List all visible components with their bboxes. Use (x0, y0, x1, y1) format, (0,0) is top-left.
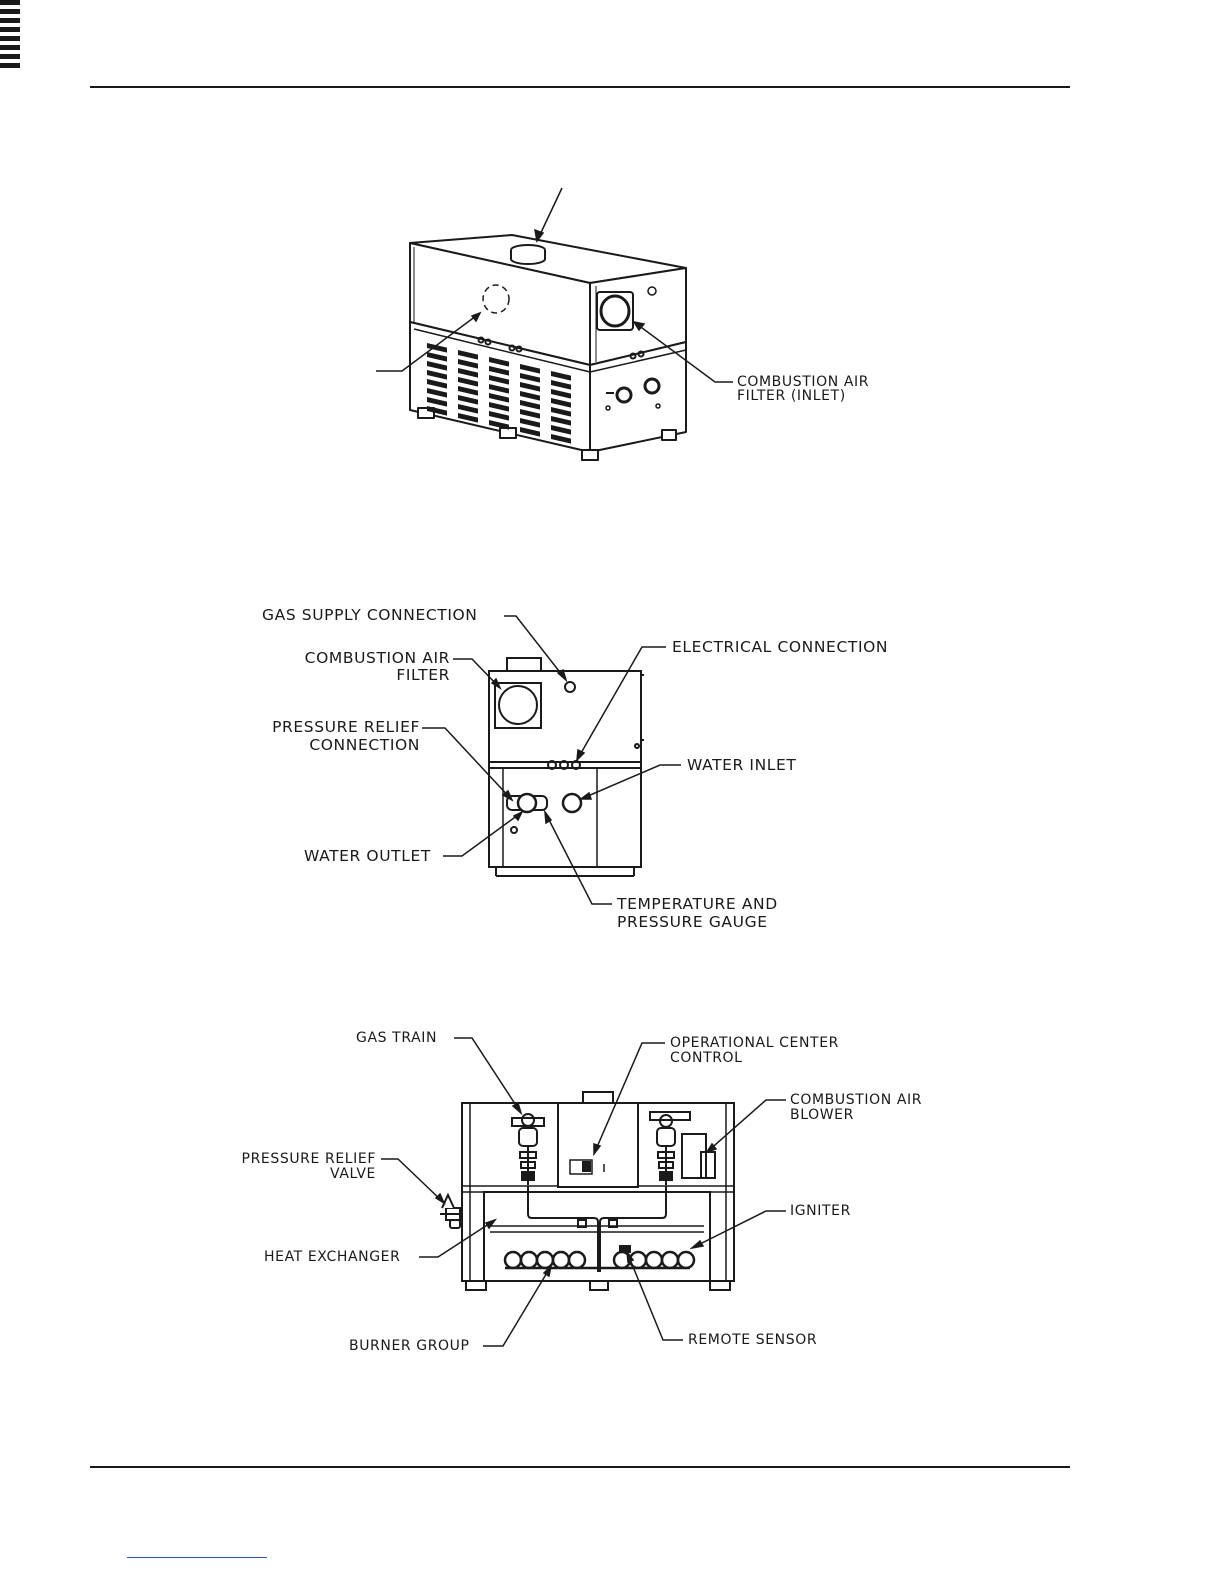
label-temp-pressure-gauge-1: TEMPERATURE AND (617, 895, 778, 913)
side-air-filter (494, 682, 542, 729)
gas-connection-hidden (482, 284, 510, 314)
label-combustion-air-blower-2: BLOWER (790, 1107, 854, 1123)
blower-motor (681, 1133, 707, 1179)
label-pressure-relief-connection-1: PRESSURE RELIEF (272, 718, 420, 736)
label-remote-sensor: REMOTE SENSOR (688, 1332, 818, 1348)
control-box (557, 1102, 639, 1188)
label-combustion-air-inlet-1: COMBUSTION AIR (737, 374, 870, 390)
label-water-inlet: WATER INLET (687, 756, 797, 774)
water-inlet-port (561, 792, 583, 814)
label-temp-pressure-gauge-2: PRESSURE GAUGE (617, 913, 768, 931)
label-operational-center-control-1: OPERATIONAL CENTER (670, 1035, 839, 1051)
burner-group-tubes (503, 1250, 696, 1270)
label-combustion-air-blower-1: COMBUSTION AIR (790, 1092, 923, 1108)
label-pressure-relief-valve-1: PRESSURE RELIEF (241, 1151, 376, 1167)
label-electrical-connection: ELECTRICAL CONNECTION (672, 638, 889, 656)
cabinet-lower-side (589, 341, 687, 453)
gas-supply-port (564, 681, 576, 693)
footer-link-underline[interactable] (127, 1557, 267, 1558)
footer-rule (90, 1466, 1070, 1468)
header-rule (90, 86, 1070, 88)
label-pressure-relief-valve-2: VALVE (330, 1166, 376, 1182)
label-pressure-relief-connection-2: CONNECTION (309, 736, 420, 754)
label-heat-exchanger: HEAT EXCHANGER (264, 1249, 401, 1265)
label-operational-center-control-2: CONTROL (670, 1050, 743, 1066)
label-gas-supply-connection: GAS SUPPLY CONNECTION (262, 606, 478, 624)
label-combustion-air-inlet-2: FILTER (INLET) (737, 388, 846, 404)
label-igniter: IGNITER (790, 1203, 851, 1219)
label-gas-train: GAS TRAIN (356, 1030, 438, 1046)
label-burner-group: BURNER GROUP (349, 1338, 470, 1354)
label-combustion-air-filter-2: FILTER (396, 666, 450, 684)
water-outlet-port (516, 792, 538, 814)
label-combustion-air-filter-1: COMBUSTION AIR (304, 649, 450, 667)
label-water-outlet: WATER OUTLET (304, 847, 431, 865)
louver-grille (0, 0, 571, 444)
